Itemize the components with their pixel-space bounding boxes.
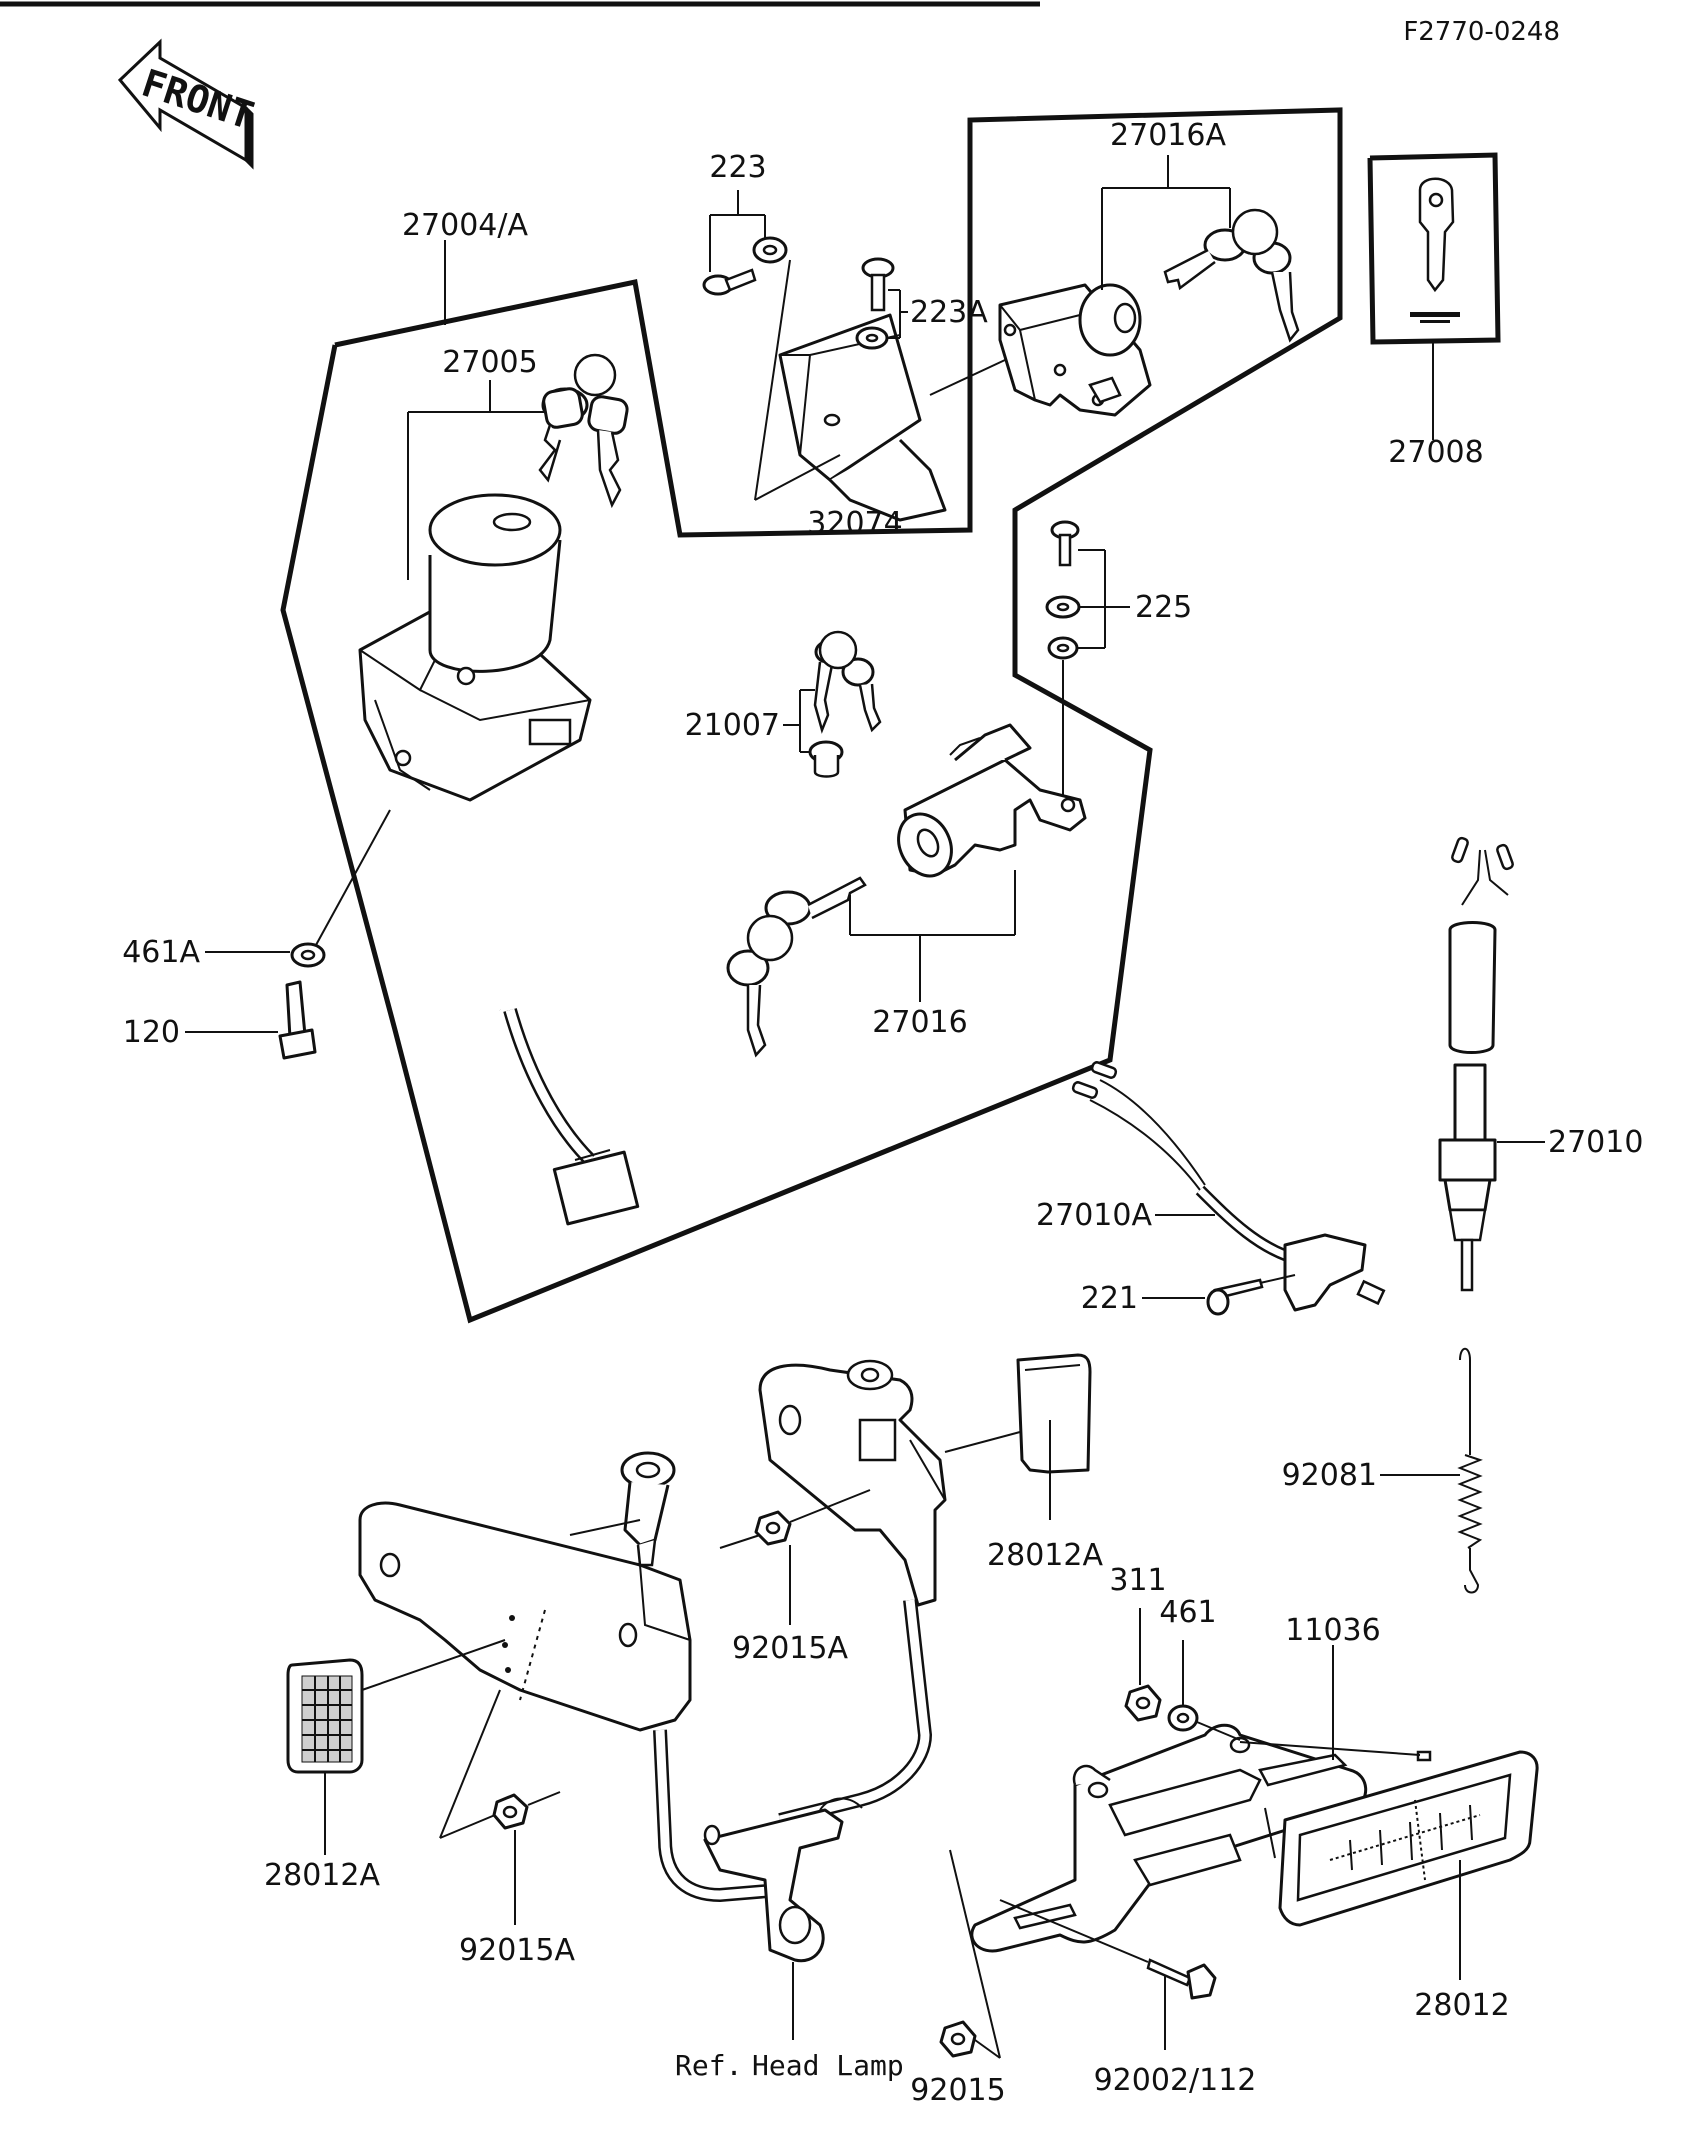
leader-225 [1078, 549, 1130, 649]
ref-prefix: Ref. [675, 2049, 742, 2082]
key-icon [538, 353, 629, 509]
bolt-92002-112 [1146, 1958, 1217, 2000]
label-21007: 21007 [685, 708, 780, 743]
label-461a: 461A [122, 935, 200, 970]
nut-311 [1124, 1684, 1162, 1722]
label-27004a: 27004/A [402, 208, 529, 243]
label-461: 461 [1159, 1595, 1216, 1630]
label-223: 223 [709, 150, 766, 185]
screw-223 [702, 236, 788, 296]
label-225: 225 [1135, 590, 1192, 625]
helmet-lock-27016 [897, 723, 1087, 878]
label-27010a: 27010A [1036, 1198, 1152, 1233]
label-223a: 223A [910, 295, 988, 330]
label-27010: 27010 [1548, 1125, 1643, 1160]
key-icon [1163, 208, 1300, 343]
label-92015a-bottom: 92015A [459, 1933, 575, 1968]
stop-switch-27010 [1438, 836, 1514, 1292]
washer-461a [290, 942, 326, 968]
cylinder-21007 [808, 740, 844, 778]
axis-92015a-bottom-a [439, 1814, 496, 1839]
label-27008: 27008 [1388, 435, 1483, 470]
label-221: 221 [1081, 1281, 1138, 1316]
key-icon [726, 876, 867, 1058]
reflector-28012 [1278, 1750, 1539, 1927]
leader-223a [888, 289, 908, 339]
axis-28012a-top [944, 1431, 1021, 1453]
leader-21007 [783, 689, 815, 753]
label-27005: 27005 [442, 345, 537, 380]
leader-27016a [1101, 155, 1231, 290]
label-92015: 92015 [910, 2073, 1005, 2108]
screw-221 [1206, 1278, 1264, 1316]
switch-27010a [1071, 1061, 1386, 1312]
plate-11036 [970, 1723, 1368, 1953]
reflector-pad-28012a-left [286, 1658, 364, 1774]
cover-32074 [778, 313, 947, 522]
bolt-120 [278, 980, 317, 1060]
leader-27005 [407, 380, 545, 580]
axis-27016a [929, 359, 1006, 396]
axis-92015-a [949, 1849, 1001, 2059]
nut-92015a-bottom [492, 1793, 529, 1830]
label-32074: 32074 [807, 506, 902, 541]
front-arrow-icon: FRONT [117, 38, 259, 170]
key-tag-27008 [1367, 152, 1501, 345]
leader-223 [709, 190, 766, 272]
reflector-bracket-left [358, 1501, 692, 1732]
stem-grommet [620, 1451, 676, 1567]
label-28012: 28012 [1414, 1988, 1509, 2023]
screw-223a [855, 257, 895, 350]
screw-225 [1045, 520, 1081, 660]
axis-311-461 [1196, 1721, 1241, 1741]
label-27016a: 27016A [1110, 118, 1226, 153]
reflector-bracket-right [758, 1359, 947, 1607]
axis-221 [1259, 1274, 1296, 1284]
figure-code: F2770-0248 [1403, 17, 1560, 47]
axis-92015a-mid-a [719, 1534, 761, 1549]
ignition-switch-27005 [358, 493, 640, 1226]
label-311: 311 [1109, 1563, 1166, 1598]
label-11036: 11036 [1285, 1613, 1380, 1648]
axis-stem [569, 1519, 641, 1536]
washer-461 [1167, 1704, 1199, 1732]
label-120: 120 [123, 1015, 180, 1050]
label-92002-112: 92002/112 [1094, 2063, 1257, 2098]
label-92015a-mid: 92015A [732, 1631, 848, 1666]
axis-32074 [754, 454, 841, 501]
nut-92015a-mid [754, 1510, 792, 1546]
seat-lock-27016a [998, 283, 1152, 417]
nut-92015 [939, 2020, 977, 2058]
spring-92081 [1457, 1347, 1483, 1594]
label-28012a-left: 28012A [264, 1858, 380, 1893]
axis-92015-b [974, 2039, 1001, 2059]
label-92081: 92081 [1282, 1458, 1377, 1493]
leader-461a-axis [315, 809, 391, 946]
key-icon [813, 630, 882, 734]
axis-92015a-bottom-b [527, 1791, 561, 1806]
axis-92002-112 [999, 1899, 1149, 1963]
axis-28012a-left [361, 1639, 506, 1691]
leader-27016 [849, 870, 1016, 1002]
label-28012a-top: 28012A [987, 1538, 1103, 1573]
group-outline-27004a [280, 107, 1343, 1324]
head-lamp-stay [653, 1599, 933, 1963]
axis-28012 [1239, 1741, 1421, 1756]
reflector-pad-28012a-top [1016, 1353, 1092, 1474]
axis-223 [754, 259, 791, 501]
ref-head-lamp: Head Lamp [752, 2049, 904, 2082]
label-27016: 27016 [872, 1005, 967, 1040]
axis-92015a-mid-b [789, 1489, 871, 1523]
axis-92015a-bottom-c [439, 1689, 501, 1839]
